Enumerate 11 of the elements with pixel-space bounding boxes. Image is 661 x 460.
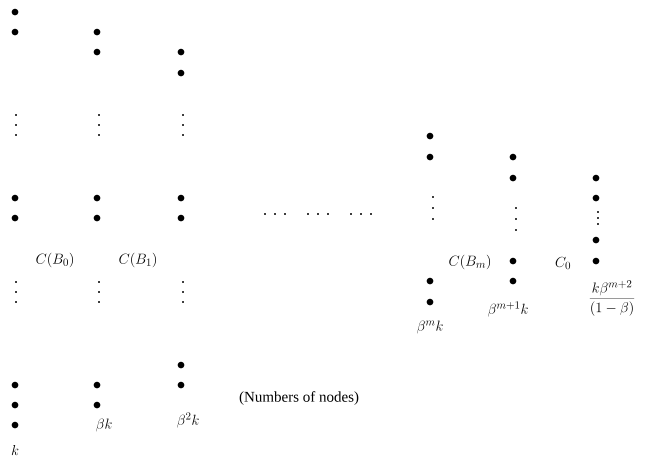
- formula-label: $C_0$: [556, 256, 570, 270]
- note-text: (Numbers of nodes): [240, 391, 358, 405]
- formula-label: $\frac{k\beta^{m+2}}{(1-\beta)}$: [590, 280, 634, 316]
- formula-label: $\beta^{2}k$: [177, 412, 199, 428]
- formula-label: $\beta^{m}k$: [417, 320, 443, 334]
- formula-label: $C(B_1)$: [119, 252, 156, 268]
- formula-label: $C(B_m)$: [449, 254, 490, 270]
- formula-label: $\beta k$: [96, 418, 112, 432]
- formula-label: $k$: [12, 445, 18, 456]
- formula-label: $C(B_0)$: [36, 252, 73, 268]
- formula-label: $\beta^{m+1}k$: [488, 301, 528, 317]
